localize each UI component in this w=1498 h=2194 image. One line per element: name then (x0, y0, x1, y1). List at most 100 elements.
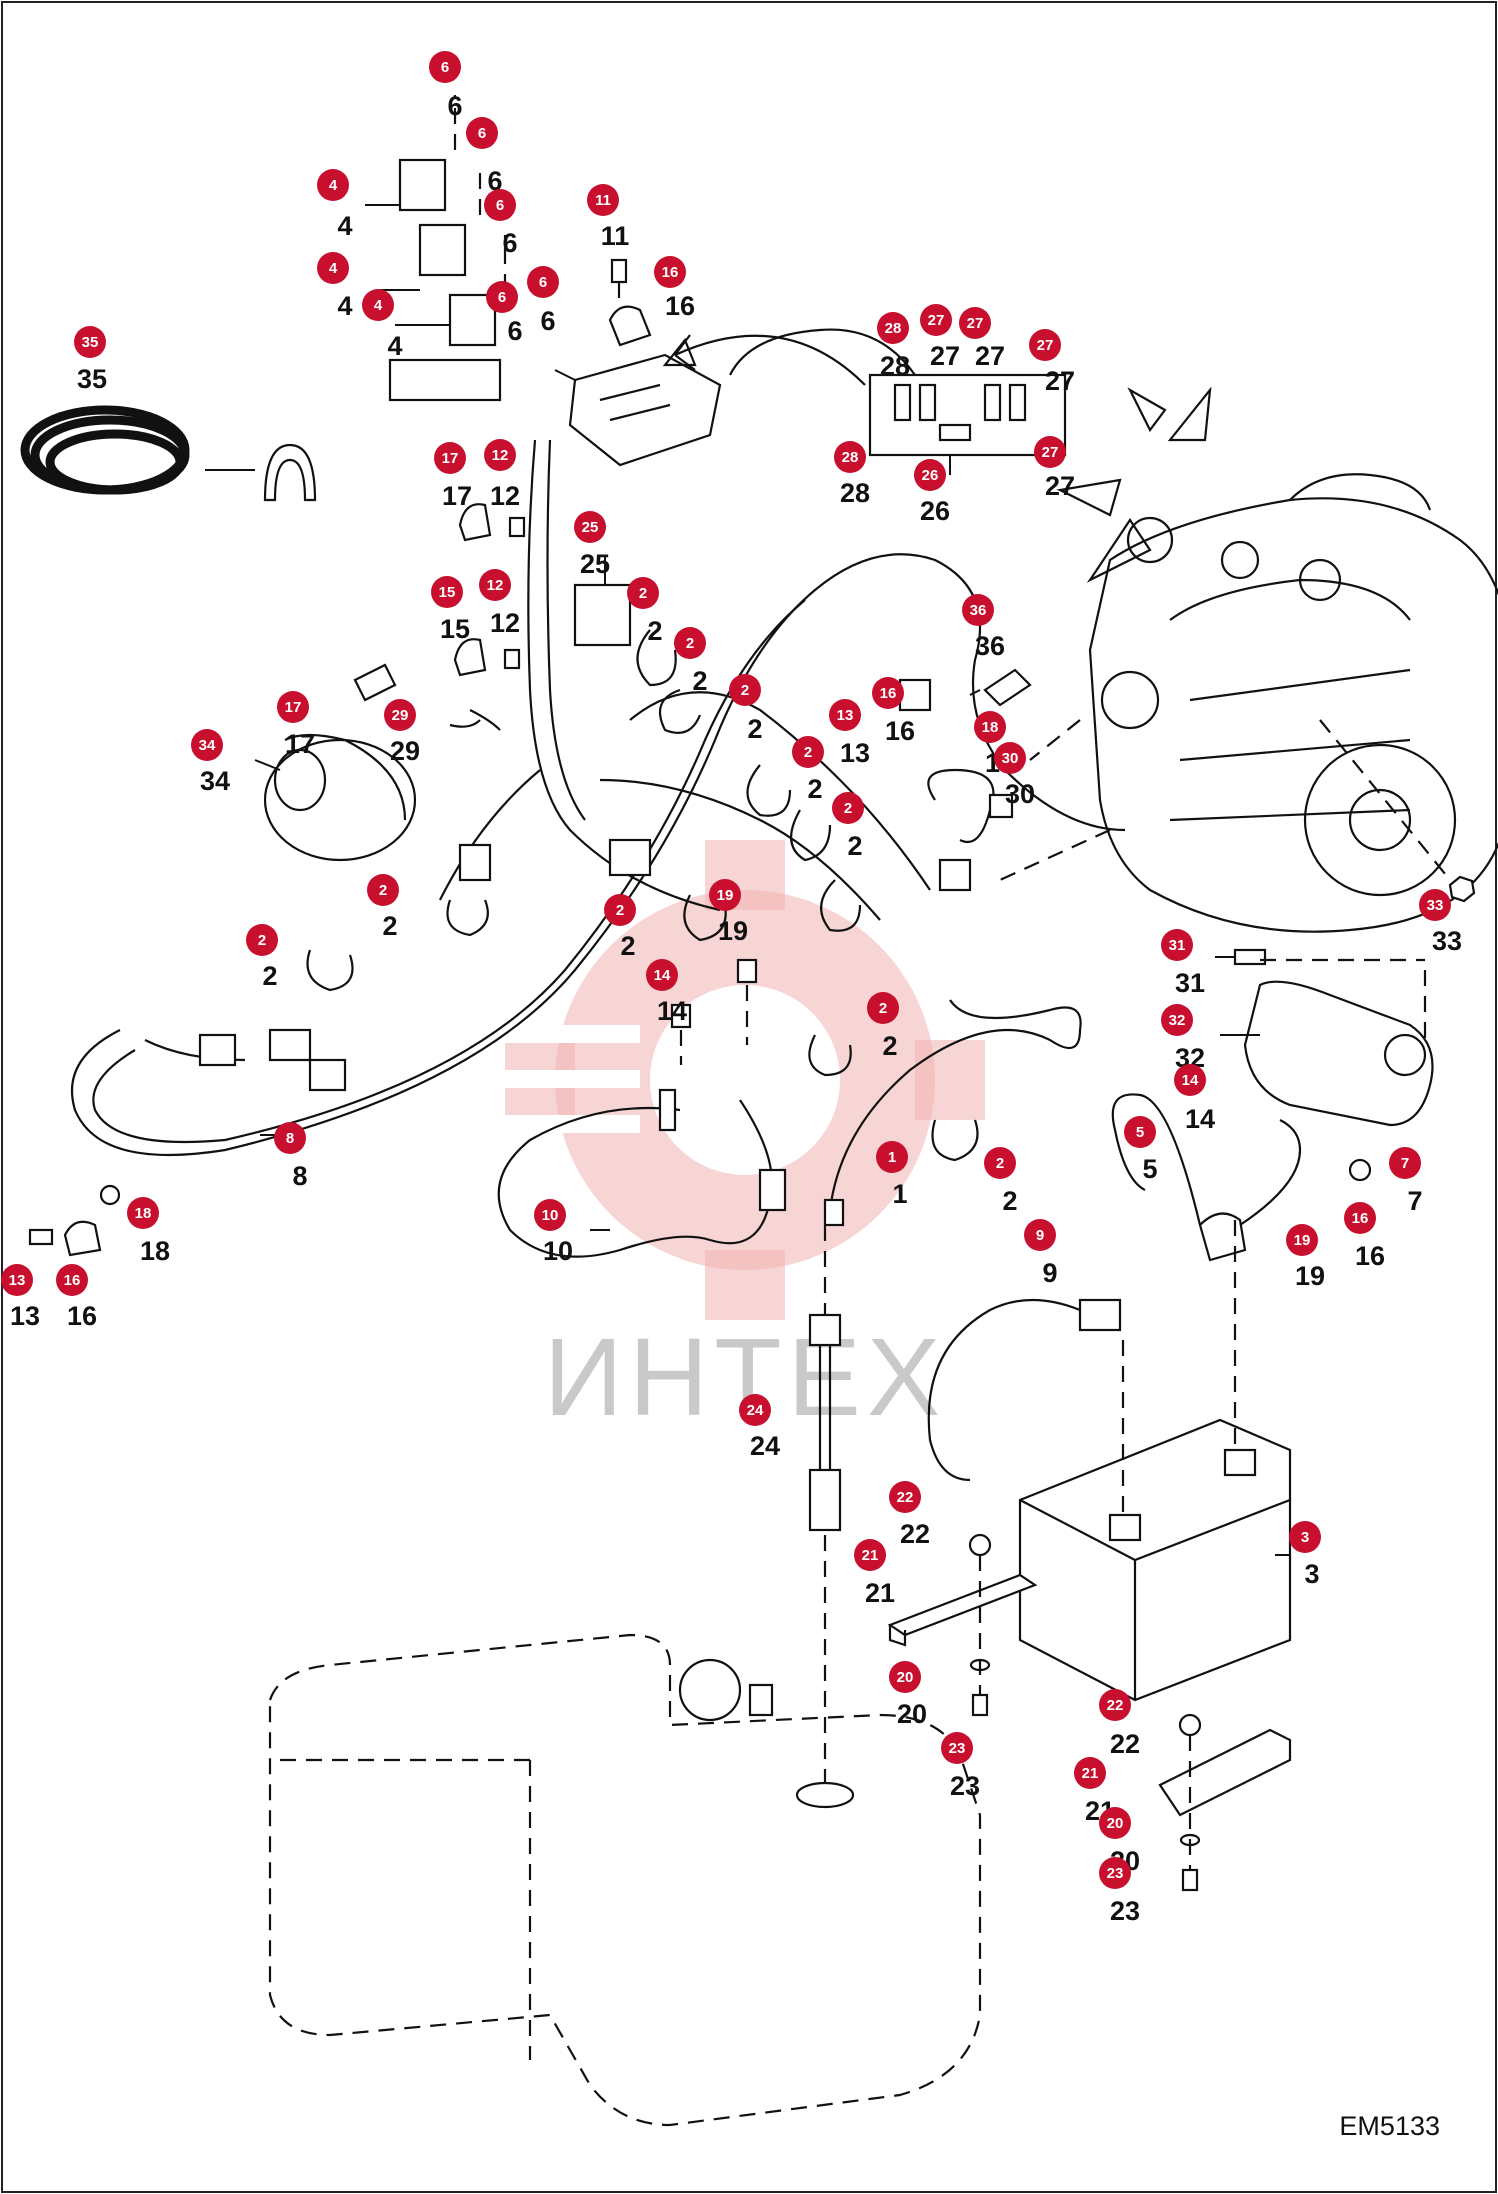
callout-label: 2 (262, 961, 277, 991)
callout-label: 15 (440, 614, 470, 644)
callout-layer: 6666666666444444111116163535282827272727… (1, 51, 1462, 1926)
callout-number: 16 (662, 264, 679, 281)
callout-badge (367, 874, 399, 906)
part-24-fuel-sender (808, 1225, 842, 1790)
part-22-nut-right (1178, 1713, 1202, 1737)
callout-badge (854, 1539, 886, 1571)
callout-label: 27 (1045, 471, 1075, 501)
callout-badge (587, 184, 619, 216)
callout-badge (829, 699, 861, 731)
callout-number: 32 (1169, 1012, 1186, 1029)
callout-number: 23 (949, 1740, 966, 1757)
callout-number: 27 (928, 312, 945, 329)
callout-badge (246, 924, 278, 956)
callout-badge (1099, 1807, 1131, 1839)
callout-label: 20 (897, 1699, 927, 1729)
dash-line (1029, 719, 1081, 761)
callout-label: 21 (865, 1578, 895, 1608)
drawing-reference: EM5133 (1339, 2111, 1440, 2141)
callout-label: 19 (1295, 1261, 1325, 1291)
callout-number: 16 (880, 685, 897, 702)
callout-badge (1034, 436, 1066, 468)
callout-label: 16 (885, 716, 915, 746)
callout-number: 30 (1002, 750, 1019, 767)
callout-number: 17 (285, 699, 302, 716)
callout-number: 17 (442, 450, 459, 467)
callout-number: 6 (478, 125, 486, 142)
callout-badge (274, 1122, 306, 1154)
callout-badge (317, 169, 349, 201)
callout-label: 14 (657, 996, 687, 1026)
callout-badge (654, 256, 686, 288)
part-32-starter (1220, 980, 1434, 1127)
part-16-clamp-lower (63, 1220, 102, 1257)
callout-badge (709, 879, 741, 911)
callout-label: 24 (750, 1431, 780, 1461)
part-22-nut-left (968, 1533, 992, 1557)
part-10-ground-cable (497, 1088, 787, 1258)
callout-number: 25 (582, 519, 599, 536)
callout-number: 2 (258, 932, 266, 949)
callout-badge (889, 1481, 921, 1513)
part-25-module (573, 555, 632, 647)
callout-number: 6 (441, 59, 449, 76)
part-14-bolt (670, 1003, 692, 1065)
callout-number: 8 (286, 1130, 294, 1147)
callout-badge (384, 699, 416, 731)
callout-label: 11 (601, 221, 630, 251)
callout-number: 29 (392, 707, 409, 724)
callout-number: 15 (439, 584, 456, 601)
part-7-clamp (1348, 1158, 1372, 1182)
callout-number: 22 (897, 1489, 914, 1506)
callout-3: 33 (1289, 1521, 1321, 1589)
callout-badge (1024, 1219, 1056, 1251)
callout-badge (876, 1141, 908, 1173)
callout-number: 36 (970, 602, 987, 619)
callout-6: 66 (484, 189, 518, 258)
callout-badge (739, 1394, 771, 1426)
part-15-clamp (453, 638, 521, 677)
callout-badge (74, 326, 106, 358)
part-21-bracket-right (1158, 1728, 1292, 1817)
callout-number: 2 (639, 585, 647, 602)
callout-number: 7 (1401, 1155, 1409, 1172)
callout-badge (484, 439, 516, 471)
callout-number: 4 (329, 260, 338, 277)
callout-label: 1 (892, 1179, 907, 1209)
callout-label: 35 (77, 364, 107, 394)
callout-2: 22 (729, 674, 763, 744)
callout-badge (277, 691, 309, 723)
callout-number: 35 (82, 334, 99, 351)
callout-label: 22 (900, 1519, 930, 1549)
callout-number: 12 (487, 577, 504, 594)
callout-badge (1074, 1757, 1106, 1789)
callout-badge (962, 594, 994, 626)
callout-2: 22 (246, 924, 278, 991)
callout-label: 2 (847, 831, 862, 861)
callout-label: 17 (285, 729, 315, 759)
callout-6: 66 (466, 117, 503, 196)
callout-number: 22 (1107, 1697, 1124, 1714)
callout-label: 12 (490, 481, 520, 511)
callout-number: 16 (1352, 1210, 1369, 1227)
part-18-washer-lower (99, 1184, 121, 1206)
callout-number: 4 (329, 177, 338, 194)
callout-label: 30 (1005, 779, 1035, 809)
callout-number: 2 (879, 1000, 887, 1017)
callout-2: 22 (674, 627, 708, 696)
part-34-alternator (254, 663, 501, 862)
callout-number: 18 (982, 719, 999, 736)
callout-2: 22 (792, 736, 824, 804)
callout-number: 2 (844, 800, 852, 817)
callout-badge (1174, 1064, 1206, 1096)
